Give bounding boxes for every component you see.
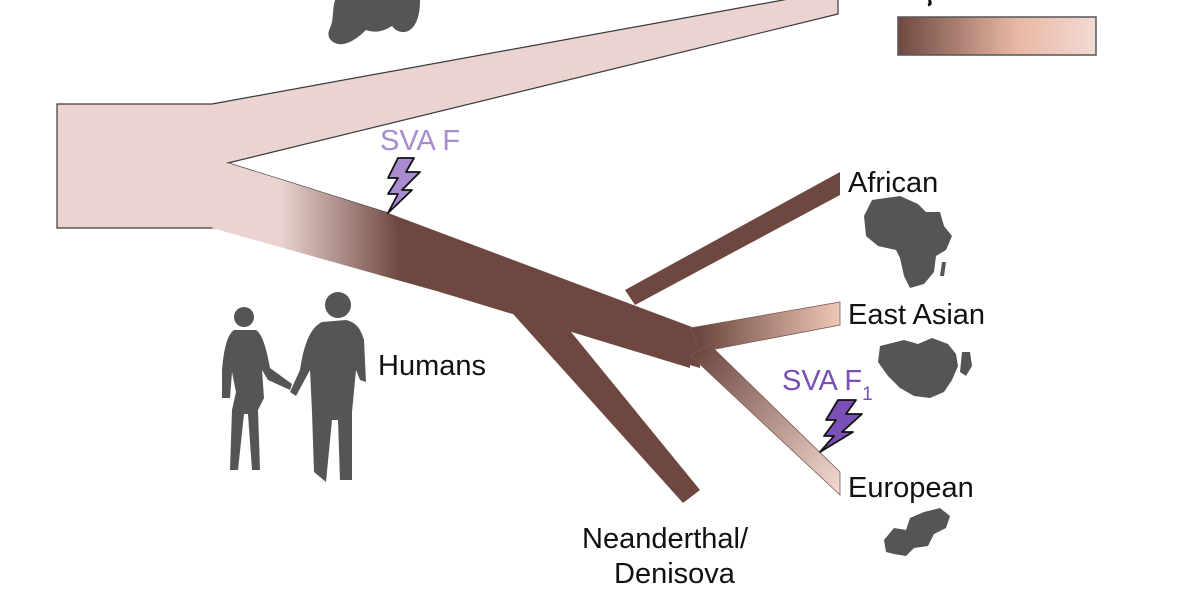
lightning-bolt-icon: [387, 157, 421, 214]
legend-title-fragment: [927, 0, 932, 7]
african-branch: [625, 172, 840, 305]
humans-label: Humans: [378, 350, 486, 382]
african-label: African: [848, 167, 938, 199]
sva-f-label: SVA F: [380, 125, 460, 157]
africa-map: [864, 196, 952, 288]
neanderthal-branch: [505, 300, 700, 503]
lightning-bolt-icon-f1: [819, 399, 863, 453]
sva-f1-subscript: 1: [862, 384, 873, 405]
sva-f1-base: SVA F: [782, 365, 862, 397]
european-label: European: [848, 472, 974, 504]
europe-map: [884, 508, 950, 556]
gorilla-silhouette: [328, 0, 420, 45]
european-branch: [689, 344, 841, 496]
human-lineage-dark: [388, 213, 700, 368]
neanderthal-label-line1: Neanderthal/: [582, 523, 749, 555]
east-asian-label: East Asian: [848, 299, 985, 331]
neanderthal-label-line2: Denisova: [614, 558, 736, 590]
human-couple-silhouette: [222, 292, 366, 482]
east-asian-branch: [689, 301, 841, 353]
legend-gradient-bar: [897, 16, 1097, 56]
sva-f1-label: SVA F1: [782, 365, 873, 405]
east-asia-map: [878, 338, 972, 398]
stem-branch: [56, 0, 839, 239]
